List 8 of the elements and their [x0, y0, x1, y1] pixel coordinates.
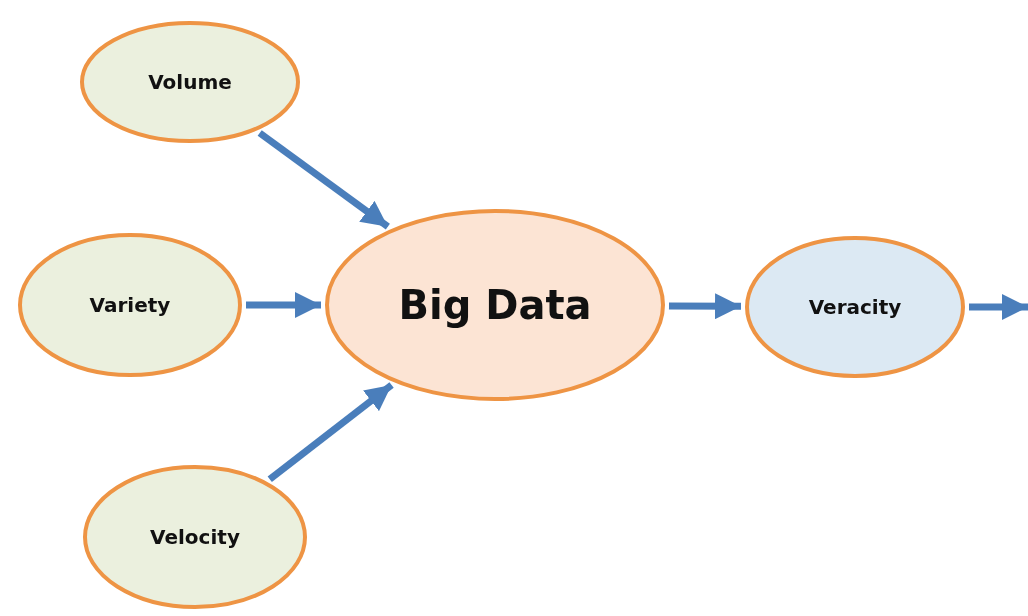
arrow — [668, 293, 742, 320]
node-label: Veracity — [808, 295, 902, 319]
node-label: Volume — [148, 70, 232, 94]
node-label: Big Data — [398, 282, 592, 328]
arrow — [257, 130, 390, 230]
node-label: Variety — [89, 293, 171, 317]
node-label: Velocity — [150, 525, 240, 549]
arrow — [267, 382, 394, 482]
